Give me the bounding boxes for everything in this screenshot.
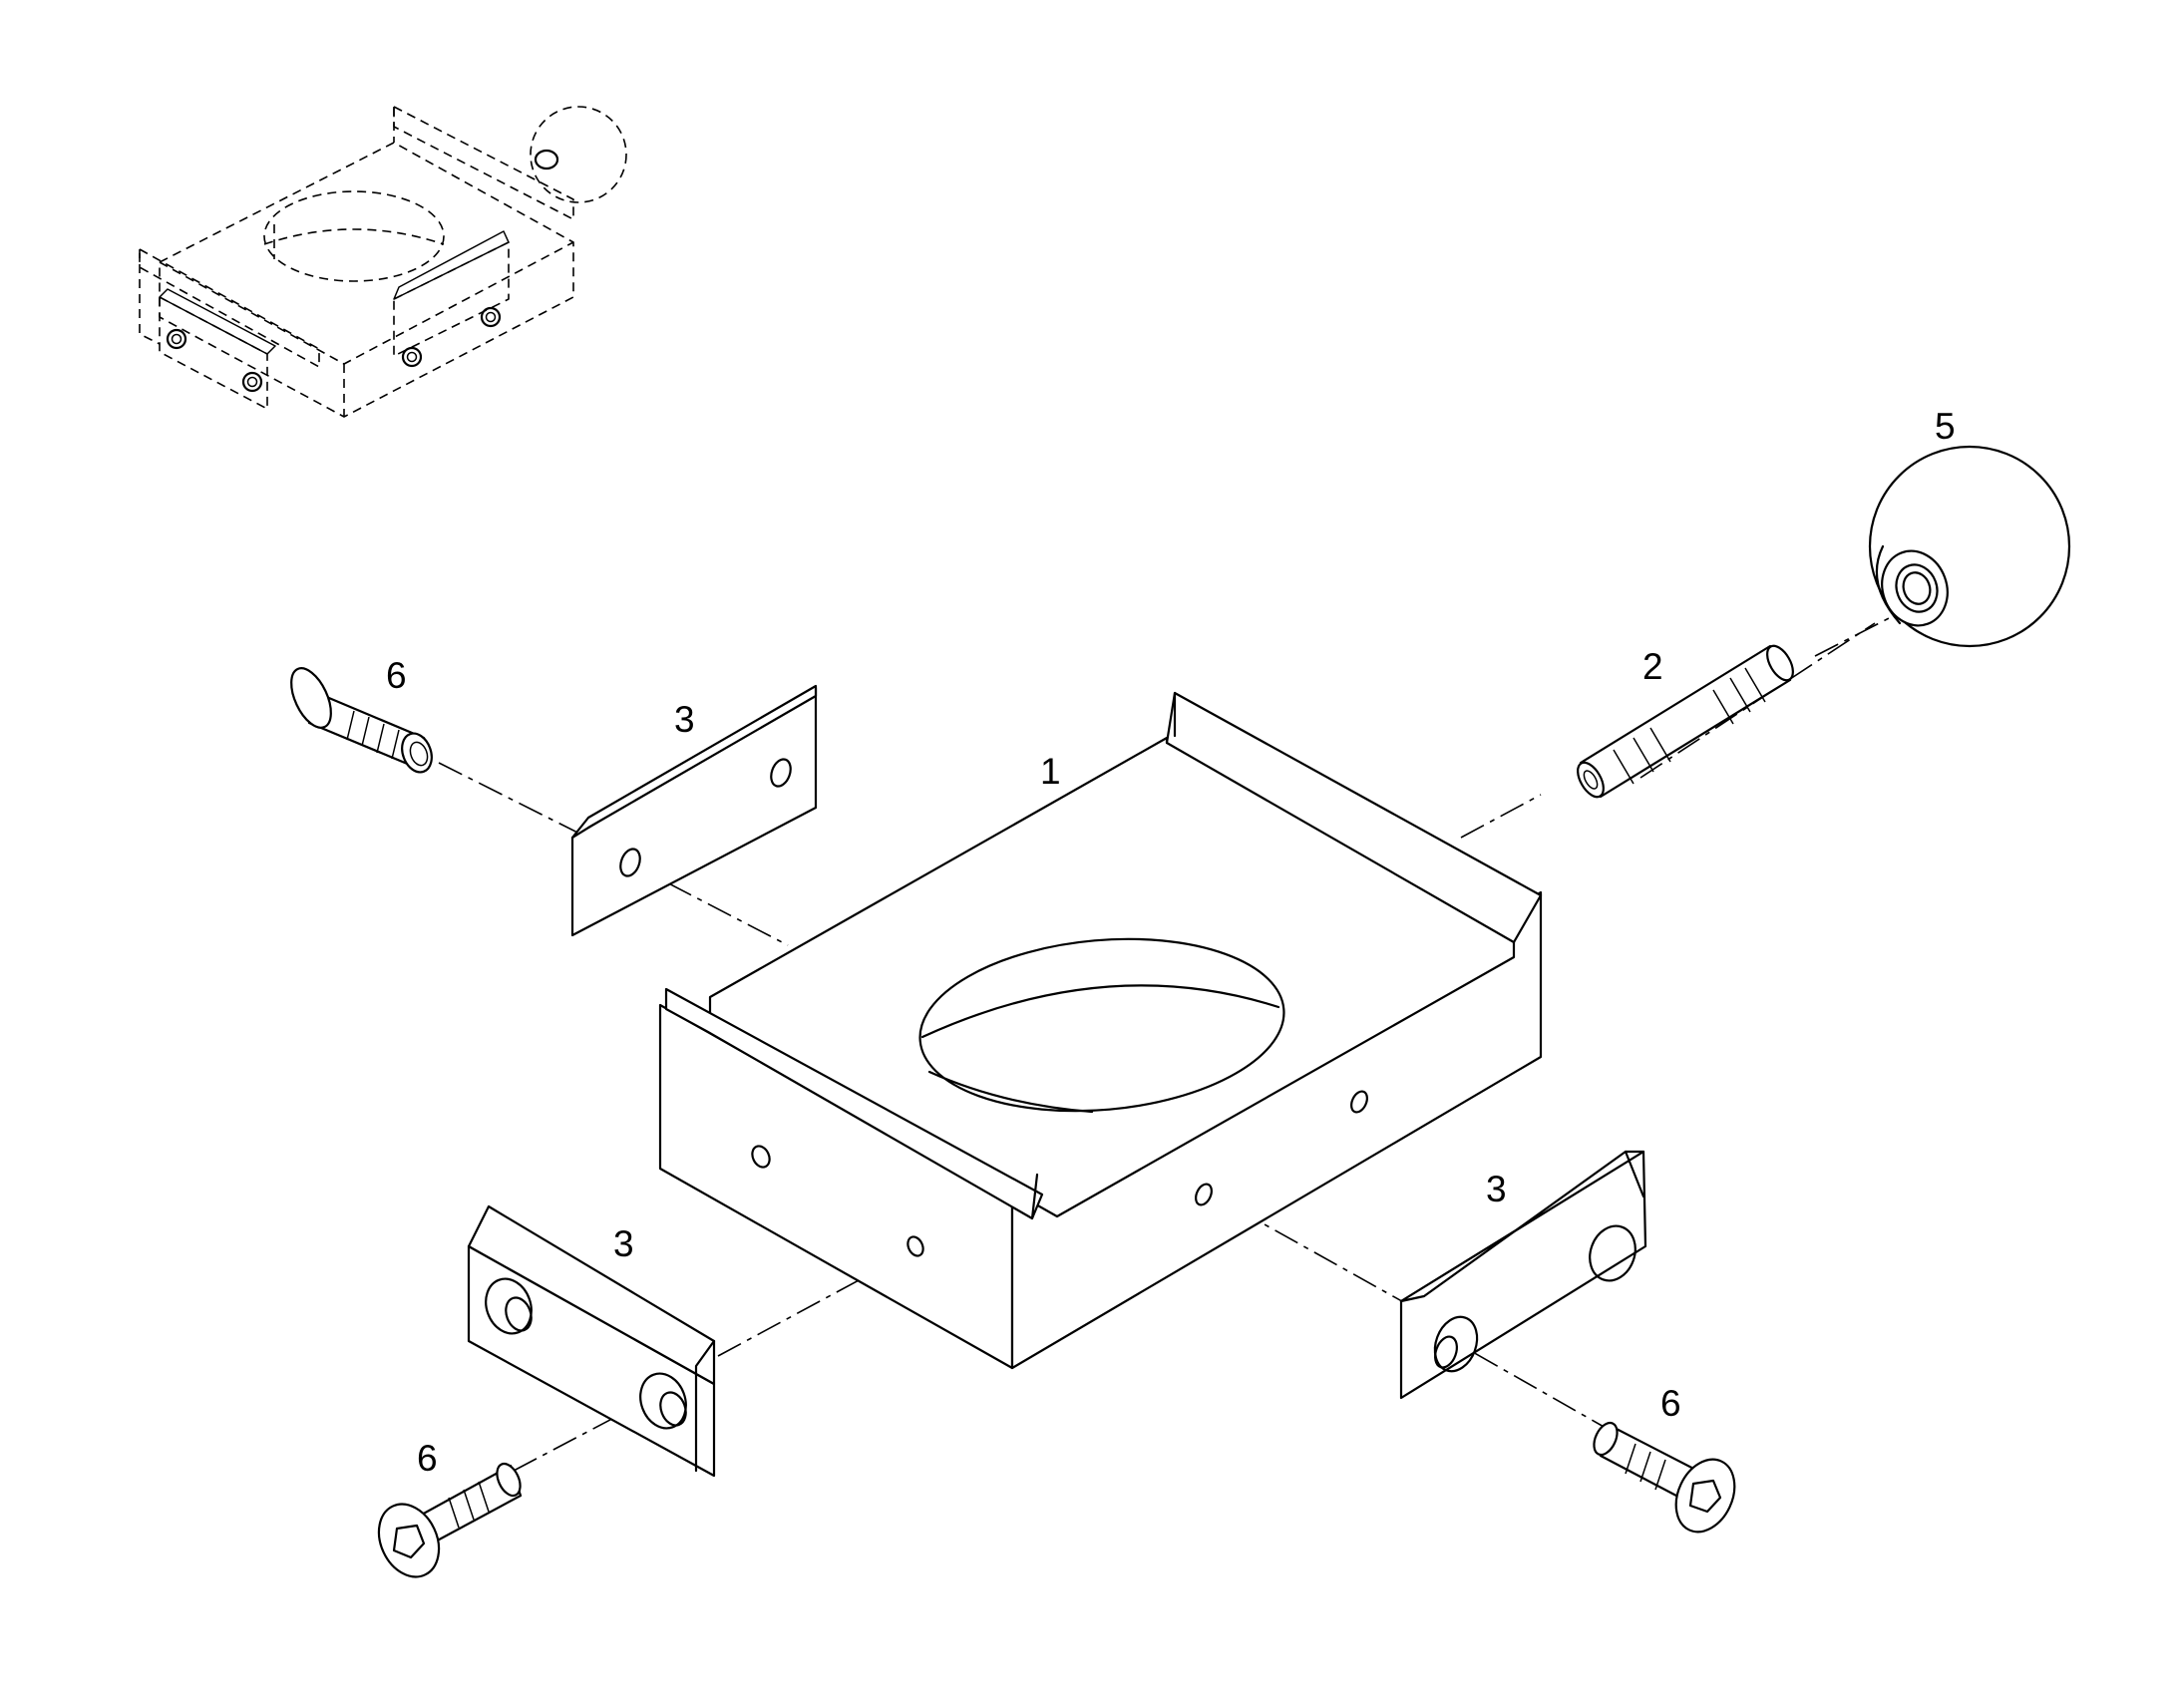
- part-1-base-block: [658, 691, 1543, 1370]
- callout-part-3-left: 3: [613, 1223, 634, 1264]
- part-2-threaded-stud: [1577, 644, 1794, 799]
- part-6-screw-left: [377, 1462, 523, 1578]
- callout-part-6-left: 6: [417, 1438, 438, 1479]
- part-5-ball-knob: [1868, 445, 2071, 648]
- callout-part-3-right: 3: [1486, 1169, 1507, 1209]
- part-6-screw-top: [290, 667, 433, 774]
- callout-part-6-right: 6: [1660, 1383, 1681, 1424]
- part-3-clamp-plate-left: [467, 1204, 716, 1478]
- part-3-clamp-plate-right: [1399, 1150, 1647, 1400]
- callout-part-1: 1: [1040, 751, 1061, 792]
- part-3-clamp-plate-top: [570, 684, 818, 937]
- callout-part-2: 2: [1642, 646, 1663, 687]
- callout-part-6-top: 6: [386, 655, 407, 696]
- callout-labels: 1 2 3 3 3 5 6 6 6: [386, 406, 1956, 1479]
- assembled-reference-view: [139, 106, 627, 418]
- callout-part-3-top: 3: [674, 699, 695, 740]
- callout-part-5: 5: [1935, 406, 1956, 447]
- part-6-screw-right: [1593, 1421, 1736, 1534]
